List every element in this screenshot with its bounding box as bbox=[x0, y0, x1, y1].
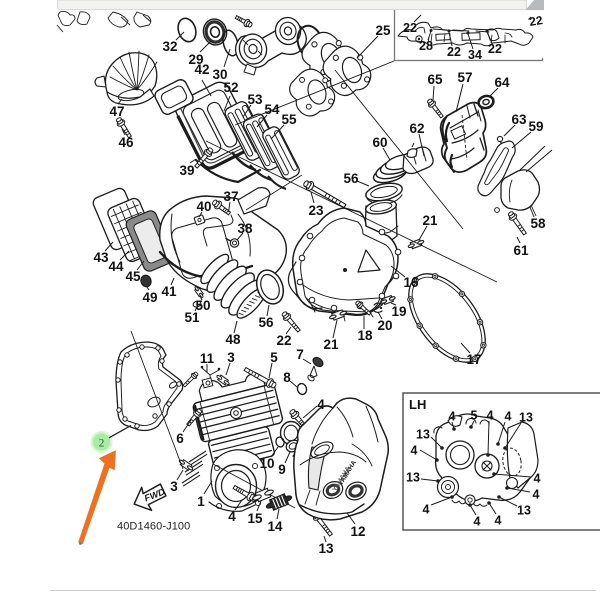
svg-text:51: 51 bbox=[184, 310, 200, 325]
svg-text:47: 47 bbox=[109, 104, 124, 119]
svg-text:29: 29 bbox=[188, 52, 203, 67]
svg-text:58: 58 bbox=[530, 216, 546, 231]
svg-text:50: 50 bbox=[195, 298, 210, 313]
svg-text:25: 25 bbox=[375, 23, 391, 38]
svg-text:39: 39 bbox=[179, 163, 194, 178]
svg-text:22: 22 bbox=[403, 21, 417, 35]
svg-text:40: 40 bbox=[196, 199, 211, 214]
svg-text:14: 14 bbox=[267, 519, 283, 534]
svg-text:22: 22 bbox=[276, 333, 291, 348]
svg-text:3: 3 bbox=[227, 350, 235, 365]
svg-text:60: 60 bbox=[372, 135, 387, 150]
svg-text:13: 13 bbox=[416, 428, 430, 442]
svg-text:23: 23 bbox=[308, 203, 324, 218]
svg-text:34: 34 bbox=[468, 48, 482, 62]
svg-text:22: 22 bbox=[488, 42, 502, 56]
svg-text:8: 8 bbox=[283, 370, 291, 385]
svg-text:45: 45 bbox=[125, 269, 141, 284]
svg-text:46: 46 bbox=[118, 135, 134, 150]
svg-text:20: 20 bbox=[377, 318, 392, 333]
svg-text:5: 5 bbox=[270, 350, 278, 365]
svg-text:4: 4 bbox=[423, 503, 430, 517]
svg-text:52: 52 bbox=[223, 80, 238, 95]
svg-text:30: 30 bbox=[212, 67, 227, 82]
svg-text:10: 10 bbox=[259, 456, 274, 471]
svg-text:48: 48 bbox=[225, 332, 241, 347]
svg-text:40D1460-J100: 40D1460-J100 bbox=[117, 521, 190, 533]
svg-text:61: 61 bbox=[513, 243, 529, 258]
svg-text:21: 21 bbox=[323, 337, 339, 352]
svg-text:55: 55 bbox=[281, 112, 297, 127]
svg-text:22: 22 bbox=[447, 45, 461, 59]
svg-text:49: 49 bbox=[142, 290, 157, 305]
svg-text:12: 12 bbox=[350, 524, 365, 539]
svg-text:3: 3 bbox=[170, 479, 178, 494]
svg-text:19: 19 bbox=[391, 304, 406, 319]
svg-text:17: 17 bbox=[466, 352, 481, 367]
svg-text:41: 41 bbox=[161, 284, 177, 299]
svg-text:1: 1 bbox=[197, 494, 205, 509]
svg-text:4: 4 bbox=[487, 409, 494, 423]
svg-text:15: 15 bbox=[247, 511, 263, 526]
svg-text:4: 4 bbox=[495, 514, 502, 528]
svg-text:54: 54 bbox=[264, 102, 280, 117]
svg-text:65: 65 bbox=[427, 72, 443, 87]
svg-text:2: 2 bbox=[99, 438, 105, 450]
svg-text:62: 62 bbox=[409, 121, 424, 136]
svg-text:13: 13 bbox=[318, 541, 334, 556]
svg-text:21: 21 bbox=[422, 213, 438, 228]
svg-text:4: 4 bbox=[317, 397, 325, 412]
svg-text:16: 16 bbox=[403, 275, 419, 290]
svg-text:4: 4 bbox=[534, 472, 541, 486]
svg-text:11: 11 bbox=[200, 351, 215, 366]
svg-text:57: 57 bbox=[457, 70, 472, 85]
svg-text:63: 63 bbox=[511, 112, 527, 127]
svg-text:4: 4 bbox=[449, 410, 456, 424]
svg-text:7: 7 bbox=[296, 347, 304, 362]
svg-text:4: 4 bbox=[505, 410, 512, 424]
svg-text:37: 37 bbox=[223, 189, 238, 204]
svg-text:6: 6 bbox=[176, 431, 184, 446]
svg-text:64: 64 bbox=[494, 75, 510, 90]
svg-text:18: 18 bbox=[357, 328, 373, 343]
svg-text:4: 4 bbox=[411, 444, 418, 458]
svg-text:59: 59 bbox=[528, 119, 543, 134]
svg-text:43: 43 bbox=[93, 250, 109, 265]
svg-text:5: 5 bbox=[471, 409, 478, 423]
svg-text:44: 44 bbox=[108, 259, 124, 274]
svg-text:4: 4 bbox=[533, 488, 540, 502]
svg-text:38: 38 bbox=[237, 221, 253, 236]
svg-text:LH: LH bbox=[409, 397, 426, 412]
svg-text:13: 13 bbox=[517, 504, 531, 518]
svg-text:56: 56 bbox=[258, 315, 274, 330]
svg-text:4: 4 bbox=[228, 509, 236, 524]
svg-text:13: 13 bbox=[406, 471, 420, 485]
svg-text:22: 22 bbox=[528, 13, 544, 29]
svg-text:32: 32 bbox=[162, 39, 177, 54]
svg-text:28: 28 bbox=[419, 39, 433, 53]
svg-text:4: 4 bbox=[474, 515, 481, 529]
svg-text:13: 13 bbox=[519, 411, 533, 425]
svg-text:53: 53 bbox=[247, 92, 263, 107]
svg-text:56: 56 bbox=[343, 171, 359, 186]
svg-text:42: 42 bbox=[194, 62, 209, 77]
svg-text:9: 9 bbox=[278, 462, 286, 477]
